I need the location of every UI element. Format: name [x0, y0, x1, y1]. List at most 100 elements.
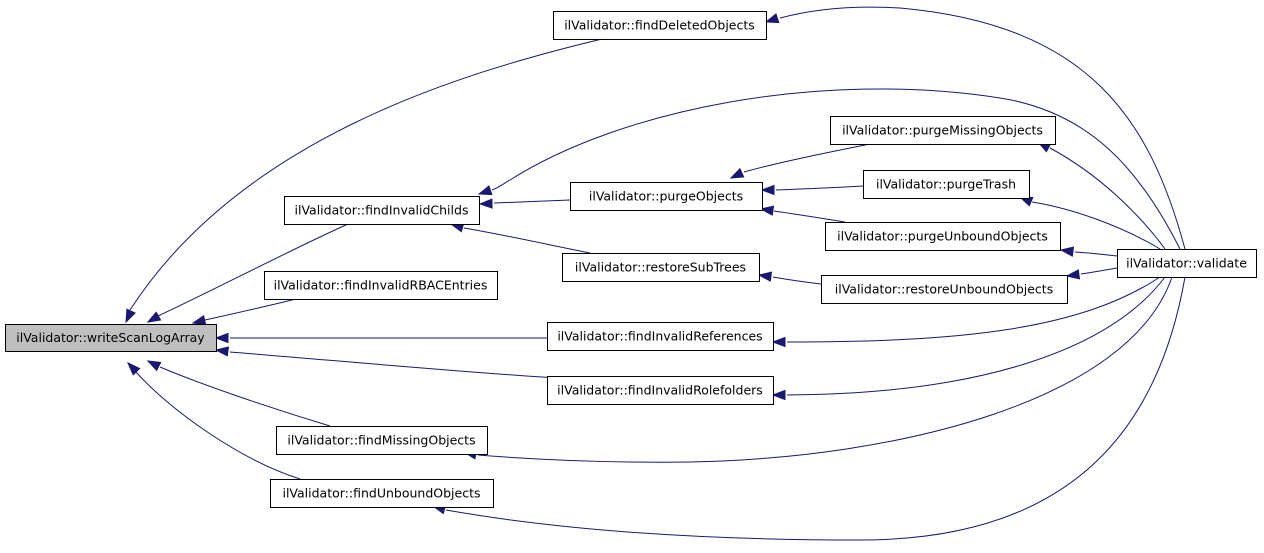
edge-arrowhead [771, 336, 786, 348]
edge-arrowhead [764, 13, 780, 24]
node-layer: ilValidator::writeScanLogArrayilValidato… [5, 11, 1257, 508]
edge-arrowhead [757, 271, 773, 282]
node-restoreSubTrees[interactable]: ilValidator::restoreSubTrees [562, 253, 760, 282]
edge-validate-to-findInvalidRolefolders [771, 276, 1166, 401]
edge-findUnboundObjects-to-writeScanLogArray [127, 361, 301, 480]
edge-arrowhead [759, 205, 775, 216]
edge-restoreSubTrees-to-findInvalidChilds [449, 222, 591, 254]
edge-line [445, 276, 1186, 541]
edge-arrowhead [477, 185, 493, 196]
edge-validate-to-findMissingObjects [462, 276, 1173, 463]
edge-line [157, 223, 349, 317]
node-label: ilValidator::purgeMissingObjects [842, 123, 1043, 138]
edge-validate-to-findDeletedObjects [764, 6, 1186, 250]
edge-purgeUnboundObjects-to-purgeObjects [759, 205, 846, 223]
edge-arrowhead [214, 332, 229, 344]
node-label: ilValidator::writeScanLogArray [16, 330, 205, 345]
edge-findInvalidChilds-to-writeScanLogArray [146, 223, 349, 323]
node-box [863, 170, 1030, 199]
edge-line [135, 371, 301, 480]
edge-arrowhead [1059, 246, 1075, 257]
edge-findInvalidReferences-to-writeScanLogArray [214, 332, 548, 344]
node-label: ilValidator::findInvalidChilds [295, 203, 469, 218]
edge-layer [125, 6, 1186, 541]
node-purgeObjects[interactable]: ilValidator::purgeObjects [570, 182, 763, 211]
edge-findDeletedObjects-to-writeScanLogArray [125, 38, 603, 324]
edge-arrowhead [760, 184, 775, 196]
edge-purgeMissingObjects-to-purgeObjects [729, 143, 871, 179]
node-box [562, 253, 760, 282]
node-box [5, 324, 217, 352]
node-box [276, 426, 488, 455]
node-restoreUnboundObjects[interactable]: ilValidator::restoreUnboundObjects [821, 275, 1068, 304]
edge-line [477, 276, 1173, 463]
edge-findInvalidRBACEntries-to-writeScanLogArray [191, 298, 297, 326]
node-purgeTrash[interactable]: ilValidator::purgeTrash [863, 170, 1030, 199]
edge-line [786, 276, 1161, 343]
node-label: ilValidator::findInvalidReferences [557, 329, 762, 344]
node-purgeUnboundObjects[interactable]: ilValidator::purgeUnboundObjects [825, 222, 1061, 251]
node-box [825, 222, 1061, 251]
edge-line [159, 366, 331, 427]
node-box [1117, 249, 1257, 278]
edge-arrowhead [729, 167, 745, 179]
edge-findMissingObjects-to-writeScanLogArray [146, 360, 331, 427]
node-label: ilValidator::findInvalidRolefolders [557, 383, 763, 398]
node-findDeletedObjects[interactable]: ilValidator::findDeletedObjects [553, 11, 767, 40]
edge-validate-to-purgeUnboundObjects [1059, 246, 1118, 257]
edge-line [1049, 147, 1166, 250]
node-box [284, 196, 480, 225]
node-label: ilValidator::findInvalidRBACEntries [274, 278, 488, 293]
node-findInvalidRolefolders[interactable]: ilValidator::findInvalidRolefolders [547, 376, 774, 405]
node-label: ilValidator::restoreUnboundObjects [835, 282, 1053, 297]
edge-line [773, 210, 846, 223]
edge-line [229, 351, 557, 379]
edge-arrowhead [146, 311, 162, 323]
node-label: ilValidator::purgeTrash [876, 177, 1016, 192]
node-purgeMissingObjects[interactable]: ilValidator::purgeMissingObjects [830, 116, 1056, 145]
node-label: ilValidator::purgeObjects [589, 189, 743, 204]
edge-line [772, 276, 822, 285]
edge-validate-to-findInvalidChilds [477, 88, 1181, 250]
node-validate[interactable]: ilValidator::validate [1117, 249, 1257, 278]
node-box [570, 182, 763, 211]
node-box [547, 322, 774, 351]
edge-arrowhead [125, 308, 136, 324]
edge-line [743, 143, 871, 173]
node-box [821, 275, 1068, 304]
edge-arrowhead [214, 346, 229, 357]
node-box [264, 271, 498, 300]
edge-arrowhead [771, 389, 786, 401]
edge-purgeTrash-to-purgeObjects [760, 184, 864, 196]
edge-validate-to-findInvalidReferences [771, 276, 1161, 348]
edge-line [129, 38, 603, 311]
edge-line [1031, 201, 1161, 250]
node-label: ilValidator::findUnboundObjects [282, 486, 480, 501]
edge-line [491, 88, 1181, 250]
node-findUnboundObjects[interactable]: ilValidator::findUnboundObjects [270, 479, 494, 508]
node-box [830, 116, 1056, 145]
node-label: ilValidator::findDeletedObjects [564, 18, 755, 33]
node-box [270, 479, 494, 508]
node-findMissingObjects[interactable]: ilValidator::findMissingObjects [276, 426, 488, 455]
edge-validate-to-findUnboundObjects [431, 276, 1186, 541]
edge-arrowhead [191, 314, 207, 326]
edge-line [493, 199, 571, 204]
edge-line [204, 298, 297, 321]
node-label: ilValidator::restoreSubTrees [575, 260, 746, 275]
node-label: ilValidator::validate [1126, 256, 1247, 271]
node-box [553, 11, 767, 40]
edge-arrowhead [146, 360, 162, 372]
edge-line [463, 227, 591, 254]
edge-restoreUnboundObjects-to-restoreSubTrees [757, 271, 822, 285]
edge-validate-to-restoreUnboundObjects [1065, 267, 1118, 280]
node-label: ilValidator::purgeUnboundObjects [837, 229, 1048, 244]
node-findInvalidReferences[interactable]: ilValidator::findInvalidReferences [547, 322, 774, 351]
node-findInvalidRBACEntries[interactable]: ilValidator::findInvalidRBACEntries [264, 271, 498, 300]
node-findInvalidChilds[interactable]: ilValidator::findInvalidChilds [284, 196, 480, 225]
node-box [547, 376, 774, 405]
edge-arrowhead [478, 198, 493, 209]
edge-line [1080, 267, 1118, 275]
node-writeScanLogArray[interactable]: ilValidator::writeScanLogArray [5, 324, 217, 352]
